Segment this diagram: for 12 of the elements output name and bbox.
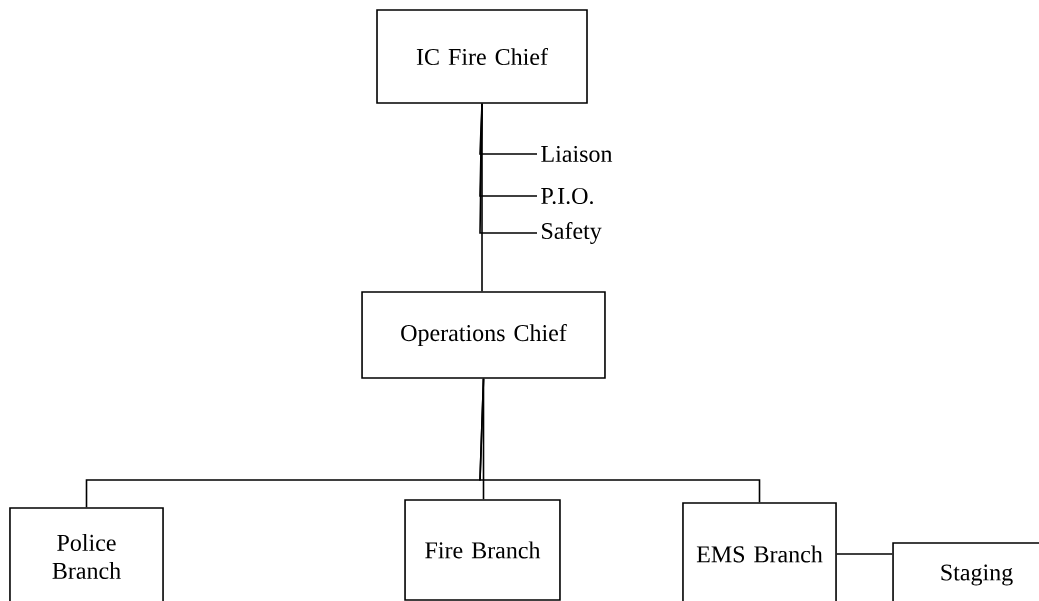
org-box: EMS Branch — [682, 502, 837, 601]
role-label: Safety — [542, 221, 602, 245]
role-label: P.I.O. — [541, 187, 593, 205]
org-box: IC Fire Chief — [376, 9, 588, 104]
org-box: Staging — [892, 542, 1039, 601]
connector-line — [836, 553, 894, 555]
org-box: Police Branch — [9, 507, 164, 601]
org-box: Fire Branch — [404, 499, 561, 601]
role-label: Liaison — [541, 145, 613, 163]
connector-line — [479, 378, 761, 503]
org-box: Operations Chief — [361, 291, 606, 379]
tick-line — [479, 103, 538, 234]
